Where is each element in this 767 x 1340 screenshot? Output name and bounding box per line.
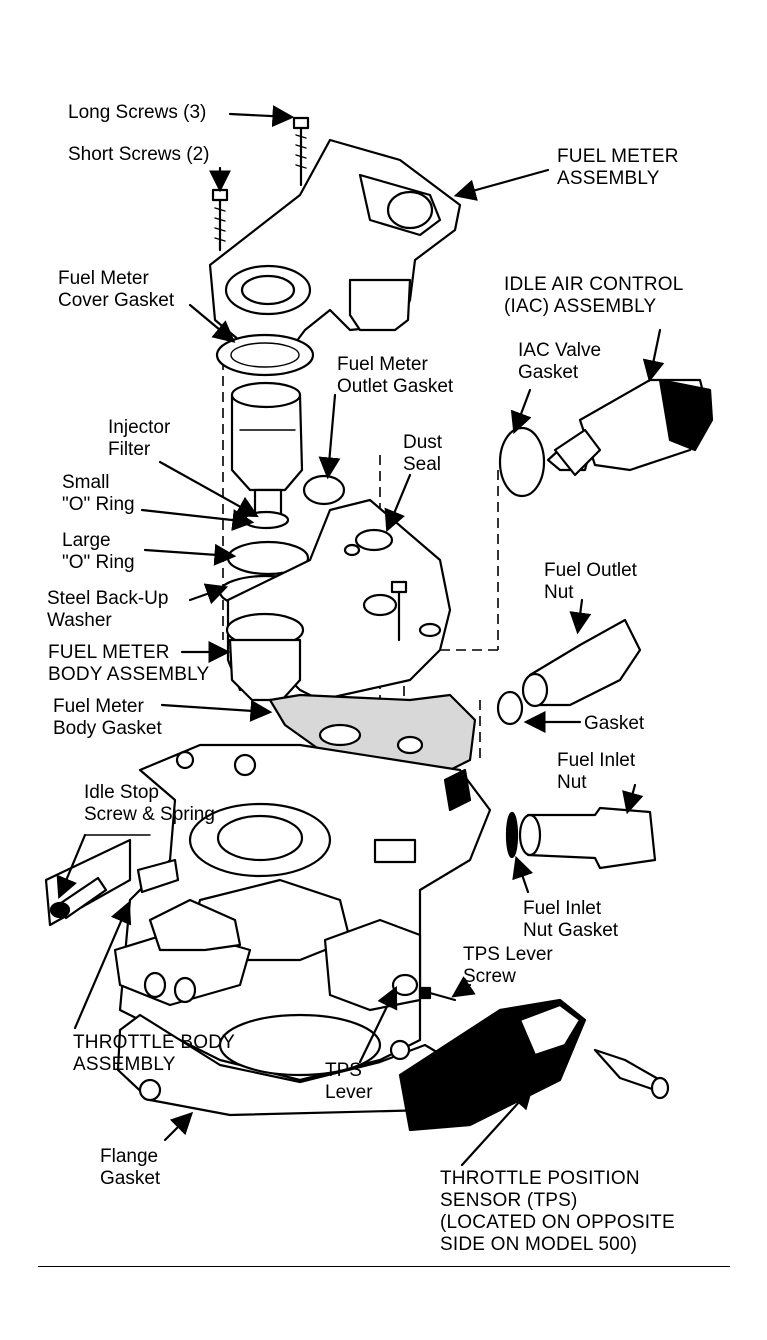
label-iac-valve-gasket: IAC Valve Gasket: [518, 340, 602, 383]
fuel-meter-body: [225, 498, 452, 702]
flange-gasket: [116, 1013, 472, 1117]
iac-assembly: [546, 378, 714, 477]
tps-lever-part: [391, 973, 419, 997]
throttle-body: [113, 743, 492, 1082]
injector: [230, 381, 304, 522]
label-large-o-ring: Large "O" Ring: [62, 530, 135, 573]
short-screw: [211, 188, 229, 252]
tps-sensor: [398, 998, 670, 1132]
label-fuel-meter-body-assembly: FUEL METER BODY ASSEMBLY: [48, 642, 210, 685]
long-screw: [292, 116, 310, 187]
outlet-nut-gasket: [496, 690, 524, 726]
label-fuel-outlet-nut: Fuel Outlet Nut: [544, 560, 637, 603]
leader-lines: [56, 105, 665, 1167]
outlet-gasket-ring: [302, 474, 346, 506]
fuel-outlet-nut: [521, 618, 642, 708]
label-dust-seal: Dust Seal: [403, 432, 443, 475]
label-short-screws: Short Screws (2): [68, 144, 210, 165]
inlet-nut-gasket: [505, 811, 519, 859]
fuel-meter-cover: [208, 138, 462, 352]
label-steel-backup-washer: Steel Back-Up Washer: [47, 588, 169, 631]
idle-stop-screw: [44, 838, 180, 927]
label-fuel-meter-cover-gasket: Fuel Meter Cover Gasket: [58, 268, 175, 311]
fuel-inlet-nut: [518, 806, 657, 870]
small-o-ring: [242, 510, 290, 530]
iac-gasket-ring: [498, 426, 546, 498]
label-fuel-meter-assembly: FUEL METER ASSEMBLY: [557, 146, 679, 189]
tps-lever-screw: [418, 986, 457, 1002]
label-tps: THROTTLE POSITION SENSOR (TPS) (LOCATED …: [440, 1168, 675, 1255]
dust-seal-ring: [354, 528, 394, 552]
label-fuel-inlet-nut-gasket: Fuel Inlet Nut Gasket: [523, 898, 619, 941]
body-gasket: [268, 693, 477, 782]
label-fuel-meter-outlet-gasket: Fuel Meter Outlet Gasket: [337, 354, 454, 397]
label-tps-lever: TPS Lever: [325, 1060, 373, 1103]
label-flange-gasket: Flange Gasket: [100, 1146, 161, 1189]
label-throttle-body-assembly: THROTTLE BODY ASSEMBLY: [73, 1032, 236, 1075]
bottom-rule: [38, 1266, 730, 1267]
label-tps-lever-screw: TPS Lever Screw: [463, 944, 553, 987]
label-small-o-ring: Small "O" Ring: [62, 472, 135, 515]
body-screw: [390, 580, 408, 642]
label-idle-stop-screw: Idle Stop Screw & Spring: [84, 782, 215, 825]
label-fuel-inlet-nut: Fuel Inlet Nut: [557, 750, 636, 793]
label-outlet-gasket: Gasket: [584, 713, 645, 734]
label-fuel-meter-body-gasket: Fuel Meter Body Gasket: [53, 696, 162, 739]
label-injector-filter: Injector Filter: [108, 417, 171, 460]
label-long-screws: Long Screws (3): [68, 102, 207, 123]
cover-gasket: [215, 333, 315, 377]
label-iac-assembly: IDLE AIR CONTROL (IAC) ASSEMBLY: [504, 274, 684, 317]
